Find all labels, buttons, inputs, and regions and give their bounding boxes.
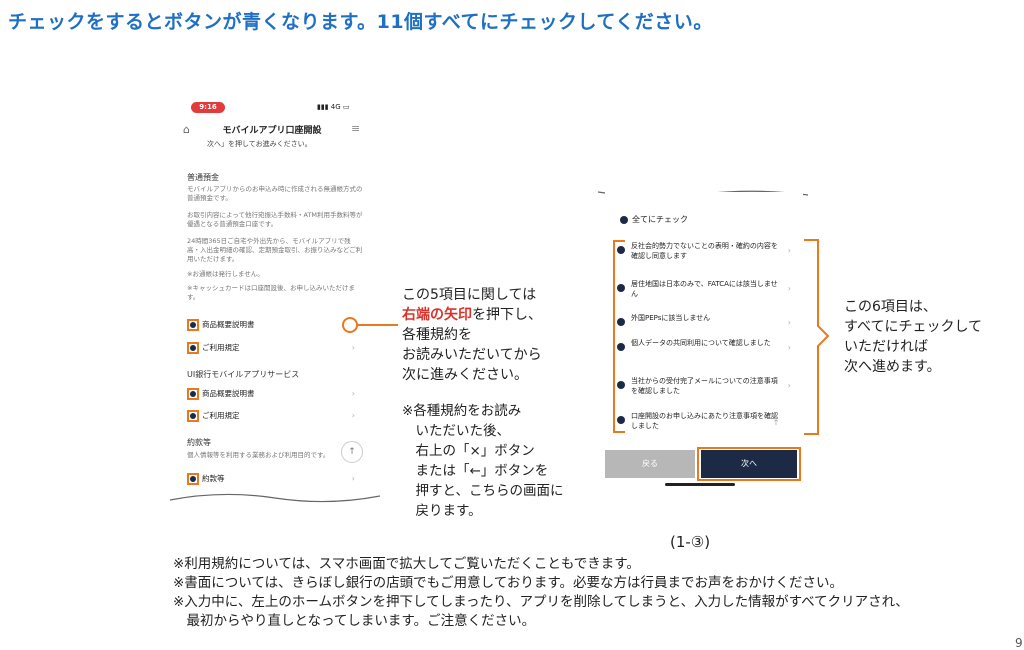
callout-left: この5項目に関しては 右端の矢印を押下し、 各種規約を お読みいただいてから 次… — [402, 285, 542, 385]
chevron-right-icon[interactable]: › — [351, 474, 355, 483]
callout-bracket — [804, 239, 830, 435]
check-all-label: 全てにチェック — [632, 215, 688, 224]
checkbox[interactable] — [187, 388, 199, 400]
scroll-top-icon[interactable]: ↑ — [341, 441, 363, 463]
row-label: 約款等 — [202, 474, 225, 483]
checkbox-row[interactable]: ご利用規定 › — [187, 410, 359, 424]
checkbox[interactable] — [617, 318, 625, 326]
checkbox-row[interactable]: 約款等 › — [187, 473, 359, 487]
callout-line: この6項目は、 — [844, 299, 937, 315]
footnote: ※書面については、きらぼし銀行の店頭でもご用意しております。必要な方は行員までお… — [173, 575, 843, 591]
status-bar — [177, 99, 367, 117]
callout-line: すべてにチェックして — [844, 319, 983, 335]
savings-text-2: お取引内容によって他行宛振込手数料・ATM利用手数料等が優遇となる普通預金口座で… — [187, 211, 363, 228]
item-label: 口座開設のお申し込みにあたり注意事項を確認しました — [631, 412, 778, 430]
checkbox[interactable] — [187, 410, 199, 422]
item-label: 当社からの受付完了メールについての注意事項を確認しました — [631, 377, 778, 395]
callout-line: 各種規約を — [402, 327, 472, 343]
callout-highlight: 右端の矢印 — [402, 307, 472, 323]
note-line: ※各種規約をお読み — [402, 403, 522, 419]
note-line: または「←」ボタンを — [402, 463, 549, 479]
callout-line: 右端の矢印を押下し、 — [402, 305, 542, 325]
callout-line: 次に進みください。 — [402, 367, 528, 383]
row-label: 商品概要説明書 — [202, 320, 255, 329]
home-indicator — [665, 483, 735, 486]
checkbox[interactable] — [617, 246, 625, 254]
section-title-terms: 約款等 — [187, 438, 211, 447]
chevron-right-icon[interactable]: › — [351, 389, 355, 398]
footnote: ※入力中に、左上のホームボタンを押下してしまったり、アプリを削除してしまうと、入… — [173, 594, 909, 610]
right-phone-screenshot: 全てにチェック 反社会的勢力でないことの表明・確約の内容を確認し同意します › 居… — [605, 192, 803, 484]
figure-label: (1-③) — [670, 533, 711, 551]
status-time: 9:16 — [191, 102, 225, 113]
row-label: ご利用規定 — [202, 343, 240, 352]
item-label: 居住地国は日本のみで、FATCAには該当しません — [631, 280, 778, 298]
checkbox[interactable] — [187, 342, 199, 354]
chevron-right-icon[interactable]: › — [351, 411, 355, 420]
intro-text: 次へ」を押してお進みください。 — [207, 140, 312, 148]
callout-right: この6項目は、 すべてにチェックして いただければ 次へ進めます。 — [844, 297, 982, 377]
chevron-right-icon[interactable]: › — [787, 381, 791, 390]
page-number: 9 — [1015, 636, 1023, 650]
section-title-savings: 普通預金 — [187, 173, 219, 182]
chevron-right-icon[interactable]: › — [787, 246, 791, 255]
footnotes: ※利用規約については、スマホ画面で拡大してご覧いただくこともできます。 ※書面に… — [173, 555, 909, 631]
checkbox-row[interactable]: 商品概要説明書 › — [187, 319, 359, 333]
checkbox-highlight-bar — [613, 240, 625, 433]
next-button[interactable]: 次へ — [701, 450, 797, 478]
menu-icon[interactable]: ≡ — [351, 122, 361, 135]
left-phone-screenshot: 9:16 ▮▮▮ 4G ▭ ⌂ モバイルアプリ口座開設 ≡ 次へ」を押してお進み… — [177, 99, 367, 504]
chevron-right-icon[interactable]: › — [787, 343, 791, 352]
check-all-toggle[interactable]: 全てにチェック — [620, 214, 688, 225]
item-label: 外国PEPsに該当しません — [631, 314, 711, 322]
checkbox[interactable] — [187, 319, 199, 331]
callout-line: いただければ — [844, 339, 928, 355]
terms-note: 個人情報等を利用する業務および利用目的です。 — [187, 451, 330, 459]
note-line: いただいた後、 — [402, 423, 510, 439]
callout-line: 次へ進めます。 — [844, 359, 941, 375]
next-button-highlight — [697, 447, 801, 481]
note-line: 戻ります。 — [402, 503, 482, 519]
callout-line: お読みいただいてから — [402, 347, 542, 363]
checkbox[interactable] — [617, 343, 625, 351]
chevron-right-icon[interactable]: › — [787, 284, 791, 293]
footnote: ※利用規約については、スマホ画面で拡大してご覧いただくこともできます。 — [173, 556, 640, 572]
note-line: 押すと、こちらの画面に — [402, 483, 564, 499]
note-line: 右上の「×」ボタン — [402, 443, 535, 459]
row-label: 商品概要説明書 — [202, 389, 255, 398]
item-label: 個人データの共同利用について確認しました — [631, 339, 771, 347]
callout-note: ※各種規約をお読み いただいた後、 右上の「×」ボタン または「←」ボタンを 押… — [402, 401, 563, 521]
checkbox-row[interactable]: 商品概要説明書 › — [187, 388, 359, 402]
savings-text-4: ※お通帳は発行しません。 — [187, 270, 264, 278]
row-label: ご利用規定 — [202, 411, 240, 420]
checkbox-row[interactable]: ご利用規定 › — [187, 342, 359, 356]
page-title: チェックをするとボタンが青くなります。11個すべてにチェックしてください。 — [8, 11, 713, 33]
chevron-right-icon[interactable]: › — [351, 343, 355, 352]
savings-text-1: モバイルアプリからのお申込み時に作成される無通帳方式の普通預金です。 — [187, 185, 363, 202]
check-all-icon — [620, 215, 628, 224]
network-indicator: ▮▮▮ 4G ▭ — [317, 103, 350, 111]
section-title-app-service: UI銀行モバイルアプリサービス — [187, 370, 300, 379]
chevron-right-icon[interactable]: › — [787, 318, 791, 327]
callout-connector — [342, 317, 398, 333]
savings-text-3: 24時間365日ご自宅や外出先から、モバイルアプリで残高・入出金明細の確認、定期… — [187, 237, 363, 263]
checkbox[interactable] — [617, 284, 625, 292]
back-button[interactable]: 戻る — [605, 450, 695, 478]
item-label: 反社会的勢力でないことの表明・確約の内容を確認し同意します — [631, 242, 778, 260]
checkbox[interactable] — [617, 381, 625, 389]
savings-text-5: ※キャッシュカードは口座開設後、お申し込みいただけます。 — [187, 284, 355, 301]
callout-text: を押下し、 — [472, 307, 542, 323]
checkbox[interactable] — [617, 416, 625, 424]
checkbox[interactable] — [187, 473, 199, 485]
home-icon[interactable]: ⌂ — [183, 123, 190, 136]
footnote: 最初からやり直しとなってしまいます。ご注意ください。 — [173, 613, 536, 629]
app-title: モバイルアプリ口座開設 — [222, 126, 322, 136]
left-phone-torn-edge — [170, 493, 380, 503]
callout-line: この5項目に関しては — [402, 287, 537, 303]
scroll-top-icon[interactable]: ⤒ — [774, 418, 778, 428]
